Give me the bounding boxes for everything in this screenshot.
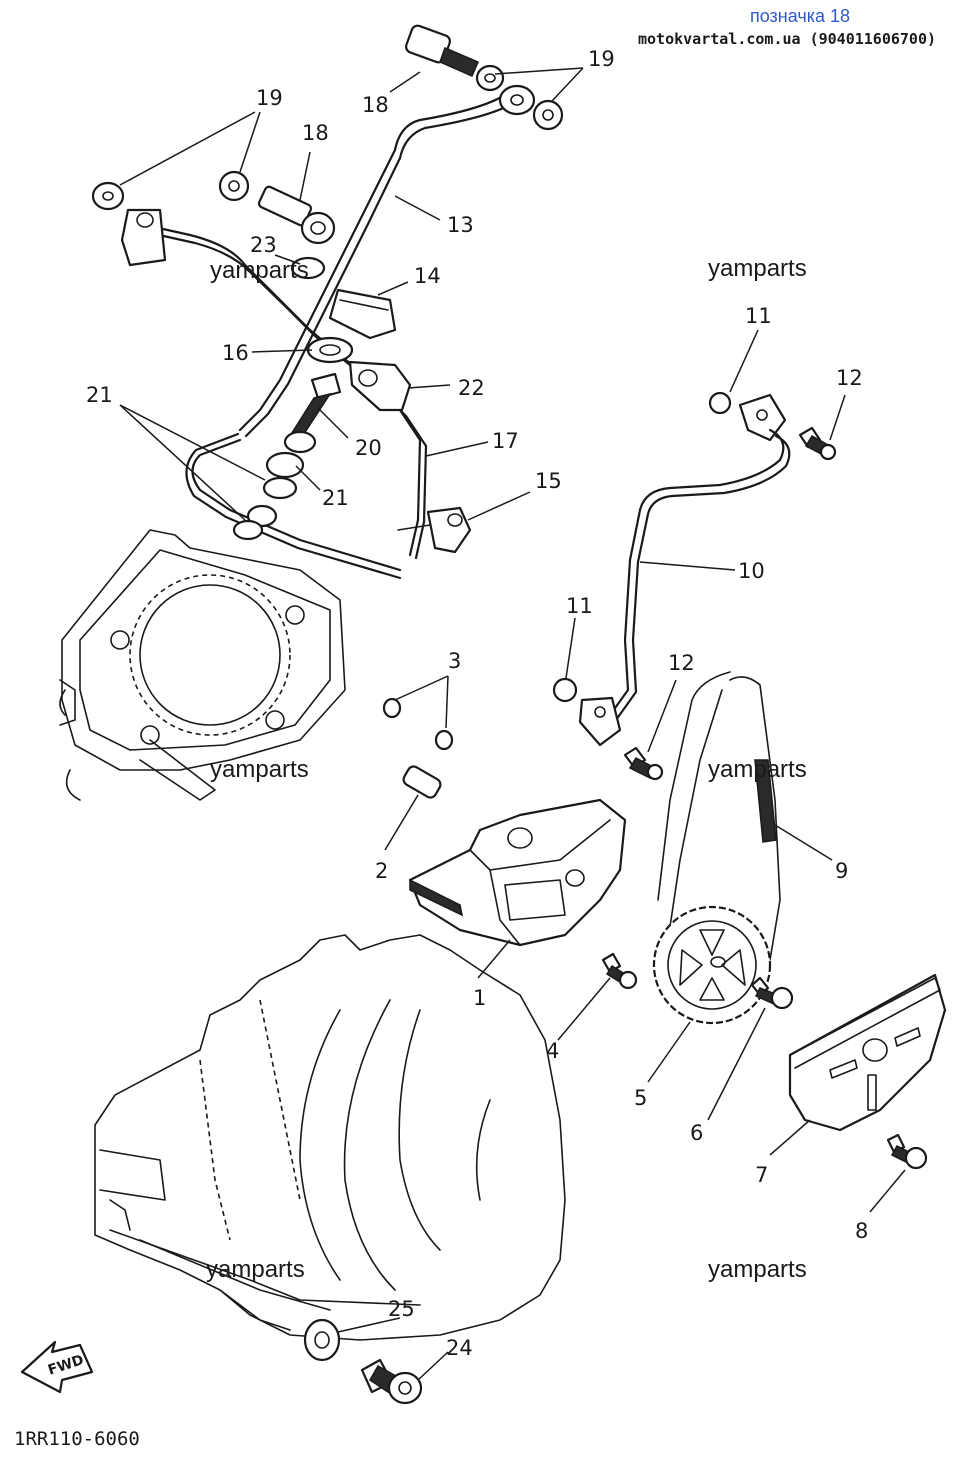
callout-5: 5 bbox=[634, 1086, 647, 1110]
watermarks: yamparts yamparts yamparts yamparts yamp… bbox=[206, 255, 807, 1283]
callout-19-right: 19 bbox=[588, 47, 615, 71]
callout-8: 8 bbox=[855, 1219, 868, 1243]
chain-cover-7 bbox=[788, 973, 947, 1132]
washer-19-parts bbox=[91, 64, 564, 211]
callout-16: 16 bbox=[222, 341, 249, 365]
callout-6: 6 bbox=[690, 1121, 703, 1145]
watermark: yamparts bbox=[708, 1256, 807, 1283]
fitting-15 bbox=[397, 506, 472, 554]
callout-11-bottom: 11 bbox=[566, 594, 593, 618]
header-site: motokvartal.com.ua (904011606700) bbox=[637, 30, 936, 48]
watermark: yamparts bbox=[210, 756, 309, 783]
bolts-4-6 bbox=[601, 952, 794, 1010]
callout-10: 10 bbox=[738, 559, 765, 583]
callout-numbers: 1 2 3 4 5 6 7 8 9 10 11 11 12 12 13 14 1… bbox=[86, 47, 868, 1360]
callout-15: 15 bbox=[535, 469, 562, 493]
callout-3: 3 bbox=[448, 649, 461, 673]
callout-21-right: 21 bbox=[322, 486, 349, 510]
cylinder-block-drawing bbox=[59, 529, 346, 801]
crankcase-drawing bbox=[94, 934, 566, 1341]
fwd-arrow-icon: FWD bbox=[20, 1340, 94, 1394]
leader-lines bbox=[119, 67, 906, 1381]
watermark: yamparts bbox=[210, 257, 309, 284]
diagram-code: 1RR110-6060 bbox=[14, 1428, 140, 1450]
sprocket-5 bbox=[652, 905, 772, 1025]
callout-7: 7 bbox=[755, 1163, 768, 1187]
drive-chain-9 bbox=[657, 671, 781, 961]
o-rings-3-collar-2 bbox=[382, 697, 454, 799]
union-bolt-18-parts bbox=[257, 24, 479, 245]
callout-23: 23 bbox=[250, 233, 277, 257]
callout-14: 14 bbox=[414, 264, 441, 288]
callout-22: 22 bbox=[458, 376, 485, 400]
watermark: yamparts bbox=[708, 756, 807, 783]
banjo-fittings bbox=[120, 84, 536, 267]
callout-19-left: 19 bbox=[256, 86, 283, 110]
watermark: yamparts bbox=[206, 1256, 305, 1283]
oil-pipe-10-assembly bbox=[552, 391, 837, 781]
pipe-clamps bbox=[290, 256, 412, 412]
bolt-20-washers-21 bbox=[232, 372, 342, 541]
oil-pump-1 bbox=[408, 798, 627, 947]
callout-12-bottom: 12 bbox=[668, 651, 695, 675]
drain-bolt-24-washer-25 bbox=[303, 1318, 423, 1405]
callout-9: 9 bbox=[835, 859, 848, 883]
callout-25: 25 bbox=[388, 1297, 415, 1321]
callout-2: 2 bbox=[375, 859, 388, 883]
watermark: yamparts bbox=[708, 255, 807, 282]
bolt-8 bbox=[886, 1133, 928, 1170]
callout-4: 4 bbox=[546, 1039, 559, 1063]
callout-17: 17 bbox=[492, 429, 519, 453]
callout-24: 24 bbox=[446, 1336, 473, 1360]
callout-13: 13 bbox=[447, 213, 474, 237]
callout-1: 1 bbox=[473, 986, 486, 1010]
callout-20: 20 bbox=[355, 436, 382, 460]
callout-18-left: 18 bbox=[302, 121, 329, 145]
header-label: позначка 18 bbox=[749, 6, 850, 26]
callout-11-top: 11 bbox=[745, 304, 772, 328]
callout-21-left: 21 bbox=[86, 383, 113, 407]
callout-18-top: 18 bbox=[362, 93, 389, 117]
callout-12-top: 12 bbox=[836, 366, 863, 390]
